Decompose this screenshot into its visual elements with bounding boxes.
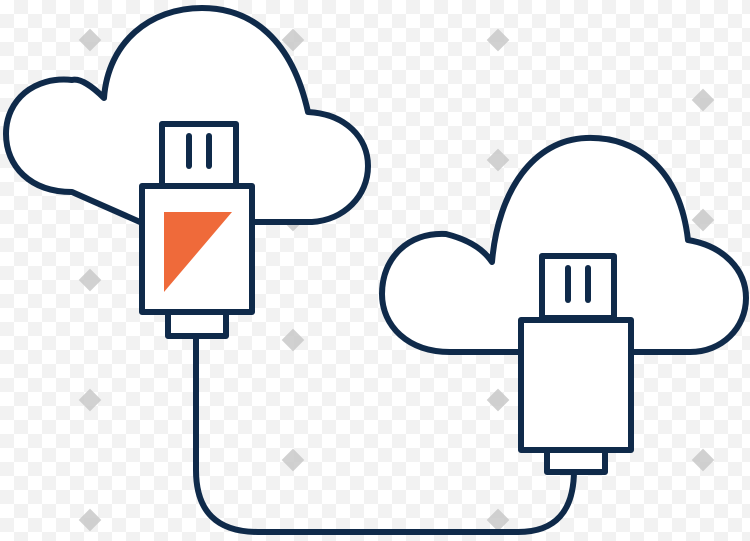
usb-plug-body [518, 317, 634, 453]
watermark-diamond [691, 448, 715, 472]
usb-plug-neck [165, 309, 229, 339]
watermark-diamond [281, 448, 305, 472]
watermark-diamond [281, 328, 305, 352]
cloud-icon [3, 5, 371, 225]
usb-plug-tip [159, 121, 239, 189]
watermark-diamond [281, 28, 305, 52]
connecting-cable [193, 335, 577, 535]
watermark-diamond [691, 88, 715, 112]
watermark-diamond [486, 388, 510, 412]
cloud-icon [379, 134, 749, 355]
watermark-diamond [486, 508, 510, 532]
usb-accent-triangle [164, 212, 232, 292]
watermark-diamond [486, 28, 510, 52]
watermark-diamond [691, 208, 715, 232]
watermark-diamond [78, 268, 102, 292]
usb-plug-icon [518, 253, 634, 475]
watermark-diamond [486, 148, 510, 172]
watermark-diamond [78, 28, 102, 52]
usb-plug-neck [544, 447, 608, 475]
watermark-diamond [78, 508, 102, 532]
watermark-diamond [78, 388, 102, 412]
usb-plug-tip [539, 253, 617, 321]
usb-plug-icon [139, 121, 255, 339]
